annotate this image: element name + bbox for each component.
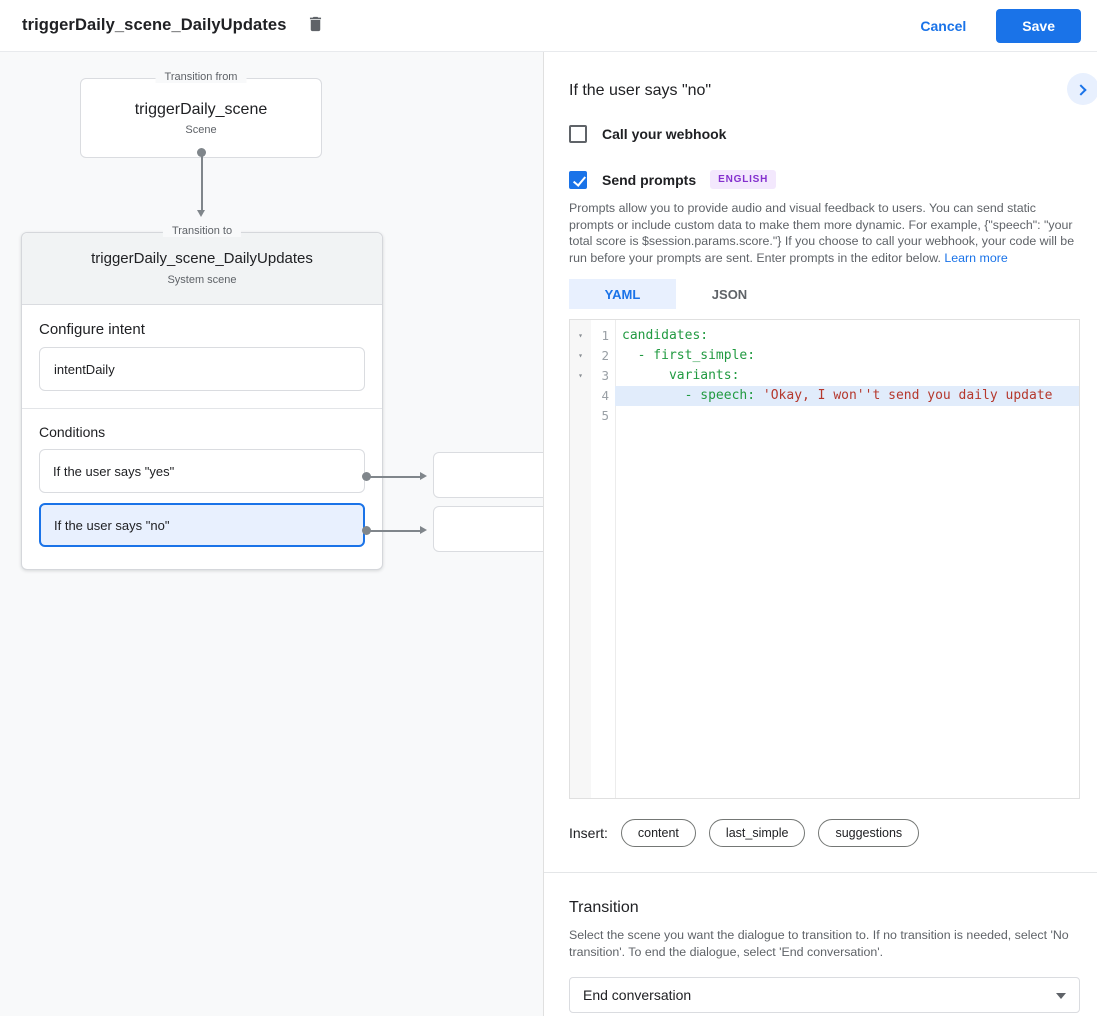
chevron-right-icon	[1075, 83, 1087, 96]
to-scene-name: triggerDaily_scene_DailyUpdates	[91, 250, 313, 267]
condition-yes-target-node[interactable]	[433, 452, 543, 498]
trash-icon	[306, 14, 325, 37]
editor-fold-gutter	[570, 320, 591, 798]
code-line[interactable]: candidates:	[615, 326, 1079, 346]
line-number: 2	[601, 348, 609, 363]
node-divider	[22, 408, 382, 409]
condition-yes-dot	[362, 472, 371, 481]
code-line[interactable]: - first_simple:	[615, 346, 1079, 366]
save-button[interactable]: Save	[996, 8, 1081, 43]
call-webhook-checkbox[interactable]	[569, 125, 587, 143]
send-prompts-checkbox[interactable]	[569, 170, 587, 189]
to-scene-type: System scene	[167, 274, 237, 286]
condition-detail-panel: If the user says "no" Call your webhook …	[543, 52, 1097, 1016]
editor-gutter-separator	[615, 320, 616, 798]
top-bar: triggerDaily_scene_DailyUpdates Cancel S…	[0, 0, 1097, 52]
yaml-key: variants:	[622, 368, 740, 383]
conditions-label: Conditions	[39, 424, 106, 440]
transition-from-legend: Transition from	[155, 71, 247, 83]
condition-title: If the user says "no"	[569, 82, 712, 99]
insert-content-chip[interactable]: content	[620, 819, 696, 847]
collapse-panel-button[interactable]	[1067, 73, 1097, 105]
editor-line: 5	[570, 406, 1079, 426]
yaml-string: 'Okay, I won''t send you daily update	[762, 388, 1053, 403]
intent-field[interactable]: intentDaily	[39, 347, 365, 391]
editor-line-highlighted: 4 - speech: 'Okay, I won''t send you dai…	[570, 386, 1079, 406]
connector-dot	[197, 148, 206, 157]
configure-intent-label: Configure intent	[39, 321, 145, 338]
insert-label: Insert:	[569, 825, 608, 841]
transition-select-value: End conversation	[583, 987, 692, 1003]
transition-from-node[interactable]: Transition from triggerDaily_scene Scene	[80, 71, 322, 158]
language-badge: ENGLISH	[710, 170, 777, 189]
condition-item-no[interactable]: If the user says "no"	[39, 503, 365, 547]
condition-yes-line	[370, 476, 420, 478]
code-line[interactable]: variants:	[615, 366, 1079, 386]
editor-line: ▾ 3 variants:	[570, 366, 1079, 386]
insert-suggestions-chip[interactable]: suggestions	[818, 819, 920, 847]
tab-yaml[interactable]: YAML	[569, 279, 676, 309]
code-line[interactable]	[615, 406, 1079, 426]
fold-arrow-icon[interactable]: ▾	[578, 331, 583, 340]
scene-flow-canvas: Transition from triggerDaily_scene Scene…	[0, 52, 543, 1016]
fold-arrow-icon	[570, 406, 591, 426]
prompts-description: Prompts allow you to provide audio and v…	[569, 200, 1080, 266]
condition-item-yes[interactable]: If the user says "yes"	[39, 449, 365, 493]
transition-description: Select the scene you want the dialogue t…	[569, 928, 1069, 959]
prompt-code-editor[interactable]: ▾ 1 candidates: ▾ 2 - first_simple: ▾ 3 …	[569, 319, 1080, 799]
line-number: 1	[601, 328, 609, 343]
yaml-key: - first_simple:	[622, 348, 756, 363]
transition-select[interactable]: End conversation	[569, 977, 1080, 1013]
section-divider	[544, 872, 1097, 873]
condition-no-line	[370, 530, 420, 532]
connector-arrowhead	[197, 210, 205, 217]
condition-no-dot	[362, 526, 371, 535]
page-title: triggerDaily_scene_DailyUpdates	[22, 16, 287, 34]
tab-json[interactable]: JSON	[711, 286, 748, 302]
editor-format-tabs: YAML JSON	[569, 279, 1080, 309]
learn-more-link[interactable]: Learn more	[944, 250, 1008, 265]
to-node-header: triggerDaily_scene_DailyUpdates System s…	[22, 233, 382, 305]
line-number: 5	[601, 408, 609, 423]
yaml-key: - speech:	[622, 388, 763, 403]
line-number: 3	[601, 368, 609, 383]
fold-arrow-icon[interactable]: ▾	[578, 351, 583, 360]
transition-heading: Transition	[569, 899, 639, 916]
dropdown-caret-icon	[1056, 993, 1066, 999]
transition-to-legend: Transition to	[162, 225, 242, 237]
fold-arrow-icon[interactable]: ▾	[578, 371, 583, 380]
from-scene-type: Scene	[185, 123, 217, 136]
insert-chips-row: Insert: content last_simple suggestions	[569, 819, 1080, 847]
condition-no-target-node[interactable]	[433, 506, 543, 552]
condition-no-arrowhead	[420, 526, 427, 534]
editor-line: ▾ 1 candidates:	[570, 326, 1079, 346]
transition-to-node[interactable]: Transition to triggerDaily_scene_DailyUp…	[21, 225, 383, 570]
condition-yes-arrowhead	[420, 472, 427, 480]
yaml-key: candidates:	[622, 328, 709, 343]
from-scene-name: triggerDaily_scene	[134, 100, 268, 118]
call-webhook-label: Call your webhook	[602, 126, 727, 142]
line-number: 4	[601, 388, 609, 403]
connector-line	[201, 156, 203, 210]
cancel-button[interactable]: Cancel	[920, 17, 967, 34]
insert-last-simple-chip[interactable]: last_simple	[708, 819, 806, 847]
code-line[interactable]: - speech: 'Okay, I won''t send you daily…	[615, 386, 1079, 406]
prompts-description-text: Prompts allow you to provide audio and v…	[569, 201, 1075, 265]
send-prompts-label: Send prompts	[602, 171, 697, 188]
fold-arrow-icon	[570, 386, 591, 406]
delete-scene-button[interactable]	[306, 14, 325, 37]
editor-line: ▾ 2 - first_simple:	[570, 346, 1079, 366]
